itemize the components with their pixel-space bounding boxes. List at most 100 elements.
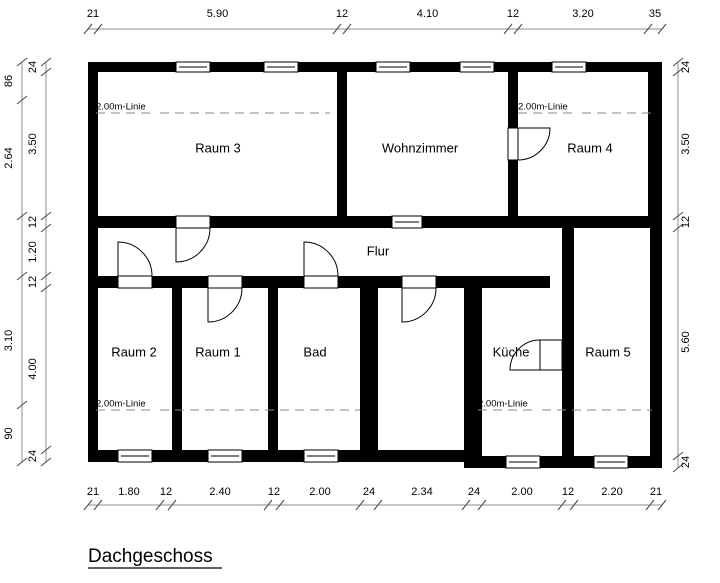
- room-label-flur: Flur: [367, 243, 390, 258]
- room-label-raum2: Raum 2: [111, 344, 157, 359]
- door-raum1-leaf: [207, 275, 243, 289]
- tick-slash: [40, 445, 52, 455]
- tick-slash: [672, 67, 684, 77]
- dim-tick: [93, 23, 103, 35]
- door-raum3: [175, 215, 211, 263]
- door-kueche: [509, 339, 563, 371]
- tick-slash: [643, 23, 653, 35]
- room-label-kueche: Küche: [493, 344, 530, 359]
- tick-slash: [40, 211, 52, 221]
- tick-slash: [557, 499, 567, 511]
- dim-tick: [16, 400, 28, 410]
- dim-tick: [40, 283, 52, 293]
- tick-slash: [672, 451, 684, 461]
- part-raum3-wohn: [337, 62, 347, 228]
- dim-tick: [155, 499, 165, 511]
- door-raum1-swing: [207, 287, 243, 323]
- walls-group: [88, 62, 662, 468]
- dim-label-bottom-10: 12: [562, 486, 574, 498]
- dim-label-bottom-2: 12: [160, 486, 172, 498]
- kueche-linie: 2.00m-Linie: [478, 399, 652, 411]
- dim-tick: [16, 95, 28, 105]
- dim-tick: [263, 499, 273, 511]
- dim-label-left_inner-5: 4.00: [27, 358, 39, 379]
- tick-slash: [16, 211, 28, 221]
- dim-label-right_inner-0: 24: [680, 61, 692, 73]
- part-raum2-raum1: [172, 276, 182, 462]
- dim-tick: [40, 211, 52, 221]
- dim-label-bottom-6: 24: [363, 486, 375, 498]
- tick-slash: [93, 23, 103, 35]
- tick-slash: [569, 499, 579, 511]
- dim-label-left_outer-0: 86: [3, 75, 15, 87]
- dim-label-top-6: 35: [649, 8, 661, 20]
- windows-group: [117, 61, 629, 469]
- dim-label-bottom-12: 21: [650, 486, 662, 498]
- dim-label-left_inner-3: 1.20: [27, 241, 39, 262]
- tick-slash: [83, 23, 93, 35]
- outer-left: [88, 62, 98, 462]
- dim-label-bottom-7: 2.34: [411, 486, 432, 498]
- dim-tick: [16, 211, 28, 221]
- tick-slash: [657, 23, 667, 35]
- door-raum1: [207, 275, 243, 323]
- dim-tick: [672, 211, 684, 221]
- dim-tick: [373, 499, 383, 511]
- dim-tick: [40, 67, 52, 77]
- dim-tick: [342, 23, 352, 35]
- win-bot-5: [593, 455, 629, 469]
- dim-label-bottom-8: 24: [468, 486, 480, 498]
- dim-tick: [355, 499, 365, 511]
- page-title: Dachgeschoss: [88, 546, 213, 567]
- doors-group: [117, 127, 563, 371]
- dim-label-right_inner-1: 3.50: [680, 133, 692, 154]
- raum4-linie-text: 2.00m-Linie: [518, 102, 568, 113]
- tick-slash: [16, 400, 28, 410]
- win-top-3: [375, 61, 411, 73]
- win-top-4: [459, 61, 495, 73]
- dim-tick: [83, 23, 93, 35]
- dim-tick: [477, 499, 487, 511]
- room-label-bad: Bad: [303, 344, 326, 359]
- dim-label-bottom-0: 21: [87, 486, 99, 498]
- room-label-wohnzimmer: Wohnzimmer: [382, 140, 459, 155]
- tick-slash: [40, 67, 52, 77]
- dim-label-top-4: 12: [507, 8, 519, 20]
- dim-tick: [40, 445, 52, 455]
- tick-slash: [461, 499, 471, 511]
- dim-label-left_outer-3: 90: [3, 427, 15, 439]
- tick-slash: [16, 95, 28, 105]
- door-mid: [401, 275, 437, 323]
- dim-label-top-3: 4.10: [417, 8, 438, 20]
- door-mid-swing: [401, 287, 437, 323]
- win-top-5: [551, 61, 587, 73]
- dim-tick: [672, 463, 684, 473]
- dim-label-top-2: 12: [336, 8, 348, 20]
- dim-label-bottom-5: 2.00: [309, 486, 330, 498]
- tick-slash: [672, 223, 684, 233]
- door-bad-swing: [303, 241, 339, 277]
- raum3-linie: 2.00m-Linie: [96, 102, 330, 114]
- dim-label-left_inner-4: 12: [27, 276, 39, 288]
- dim-label-left_inner-6: 24: [27, 450, 39, 462]
- tick-slash: [40, 223, 52, 233]
- dim-label-bottom-11: 2.20: [601, 486, 622, 498]
- corridor-top: [88, 216, 662, 228]
- door-mid-leaf: [401, 275, 437, 289]
- dim-tick: [461, 499, 471, 511]
- dim-tick: [40, 223, 52, 233]
- dim-label-top-5: 3.20: [572, 8, 593, 20]
- tick-slash: [16, 457, 28, 467]
- dim-tick: [16, 57, 28, 67]
- dim-tick: [167, 499, 177, 511]
- dim-tick: [569, 499, 579, 511]
- tick-slash: [93, 499, 103, 511]
- dim-tick: [40, 57, 52, 67]
- dim-label-right_inner-2: 12: [680, 216, 692, 228]
